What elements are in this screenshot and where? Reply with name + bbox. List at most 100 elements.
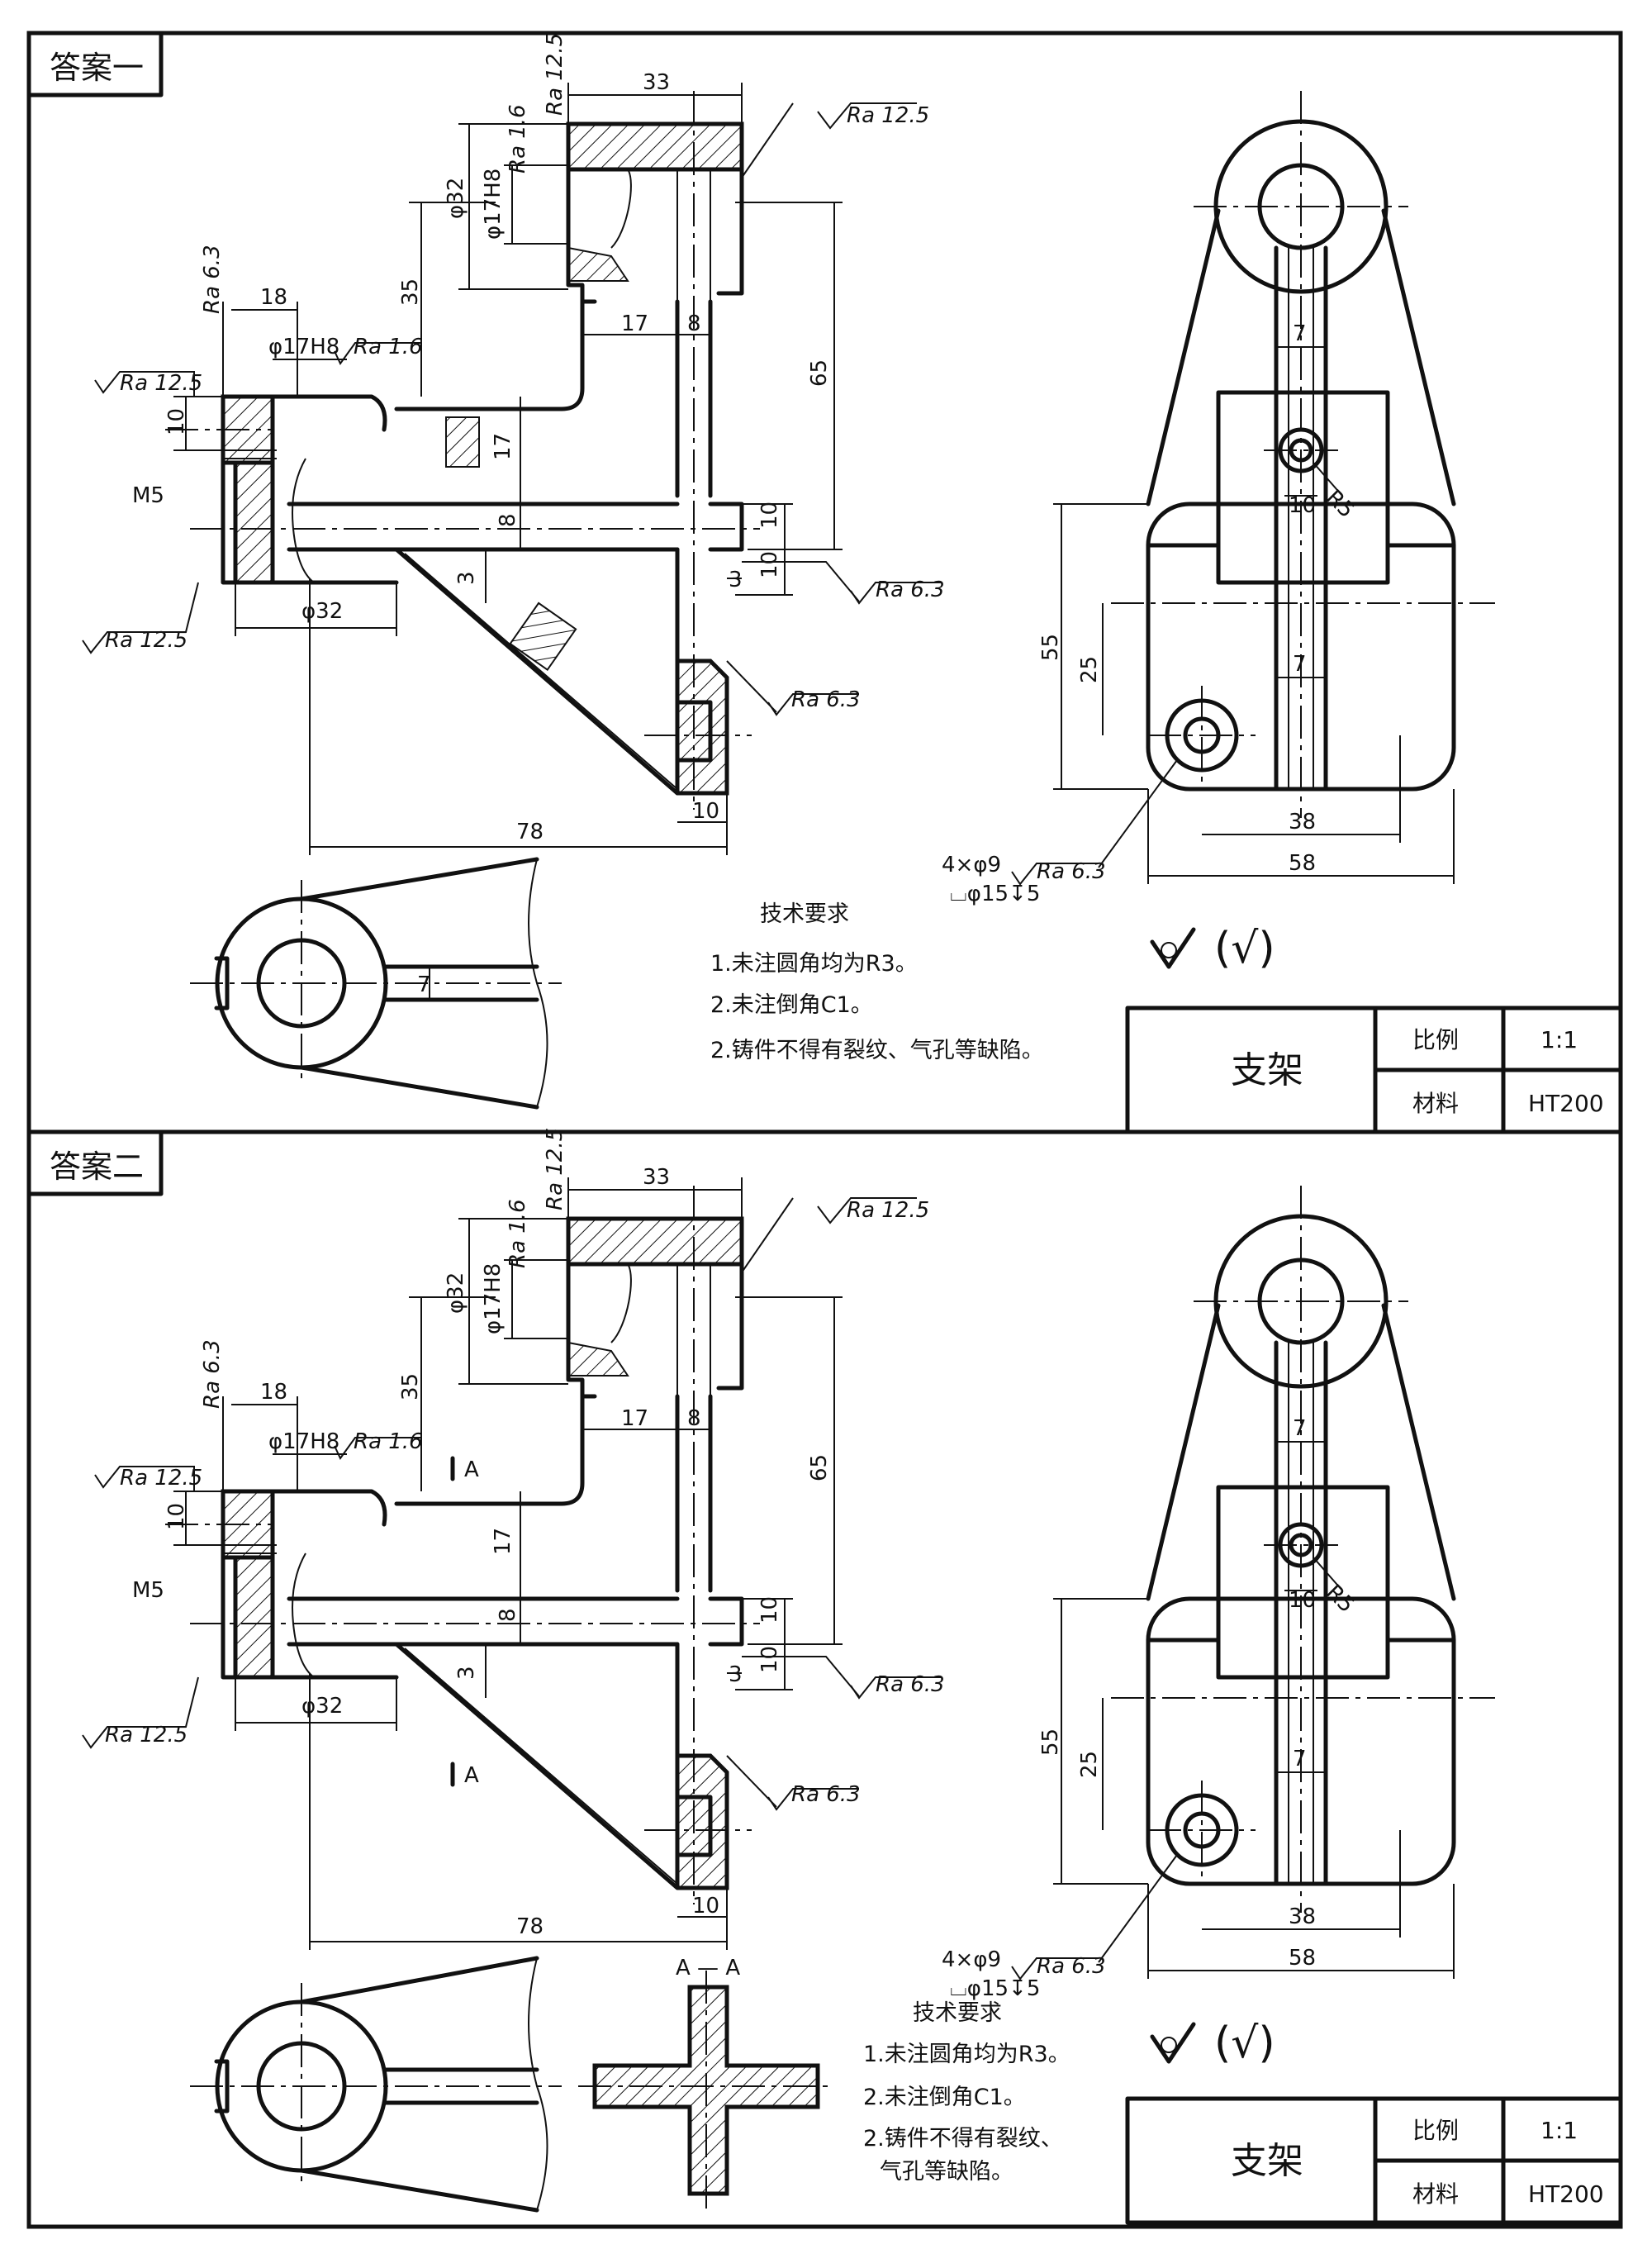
general-roughness: (√) bbox=[1150, 2018, 1275, 2068]
dim-35: 35 bbox=[398, 1373, 423, 1400]
dim-7-top: 7 bbox=[1293, 321, 1307, 346]
label-counterbore-spec: ⌴φ15↧5 bbox=[950, 882, 1040, 906]
roughness-holes: Ra 6.3 bbox=[1037, 859, 1106, 884]
section-cut-label-bottom: A bbox=[464, 1763, 479, 1788]
roughness-symbols: Ra 12.5 Ra 1.6 Ra 12.5 Ra 6.3 Ra 1.6 Ra … bbox=[82, 1128, 945, 1811]
dim-3-right: 3 bbox=[729, 1662, 743, 1687]
title-block-scale: 1:1 bbox=[1540, 1026, 1578, 1053]
roughness-ra63-boss: Ra 6.3 bbox=[791, 1782, 861, 1807]
label-hole-spec: 4×φ9 bbox=[942, 853, 1001, 877]
label-m5: M5 bbox=[132, 1578, 164, 1603]
front-view: 33 65 35 φ32 φ17H8 17 8 18 φ17H8 10 M5 1… bbox=[82, 33, 945, 855]
dim-58: 58 bbox=[1289, 851, 1316, 876]
roughness-holes: Ra 6.3 bbox=[1037, 1954, 1106, 1979]
dim-25: 25 bbox=[1077, 1751, 1102, 1778]
side-view: 55 25 7 10 R5 7 38 58 4×φ9 ⌴φ15↧5 Ra 6.3 bbox=[942, 1186, 1495, 2001]
dim-10-side: 10 bbox=[1289, 493, 1316, 518]
notes-title: 技术要求 bbox=[913, 2000, 1002, 2026]
dim-58: 58 bbox=[1289, 1946, 1316, 1971]
section-a-a: A — A bbox=[578, 1956, 834, 2210]
roughness-ra63-vertical: Ra 6.3 bbox=[200, 245, 225, 314]
title-block-name: 支架 bbox=[1231, 1049, 1303, 1091]
roughness-ra125-left: Ra 12.5 bbox=[120, 371, 202, 396]
dim-10-right-a: 10 bbox=[757, 1596, 782, 1624]
notes-title: 技术要求 bbox=[760, 901, 849, 927]
note-item-1: 1.未注圆角均为R3。 bbox=[863, 2042, 1070, 2067]
panel-tag: 答案二 bbox=[50, 1148, 144, 1185]
dim-65: 65 bbox=[807, 1454, 832, 1481]
dim-7-mid: 7 bbox=[1293, 652, 1307, 677]
partial-top-view bbox=[190, 1956, 562, 2213]
dim-17-vertical: 17 bbox=[491, 1528, 515, 1555]
roughness-ra16-left: Ra 1.6 bbox=[354, 335, 423, 359]
note-item-1: 1.未注圆角均为R3。 bbox=[710, 951, 918, 977]
roughness-ra16-left: Ra 1.6 bbox=[354, 1429, 423, 1454]
dim-3: 3 bbox=[454, 571, 479, 585]
front-view: A A 33 65 35 bbox=[82, 1128, 945, 1950]
dim-17-vertical: 17 bbox=[491, 433, 515, 460]
dim-10-left: 10 bbox=[164, 1503, 189, 1530]
dim-phi32: φ32 bbox=[301, 1694, 343, 1719]
dim-78: 78 bbox=[516, 1914, 544, 1939]
note-item-4: 气孔等缺陷。 bbox=[880, 2159, 1014, 2185]
panel-tag: 答案一 bbox=[50, 50, 144, 86]
note-item-3: 2.铸件不得有裂纹、气孔等缺陷。 bbox=[710, 1038, 1044, 1063]
dim-phi17h8-left: φ17H8 bbox=[268, 1429, 339, 1454]
partial-top-view: 7 bbox=[190, 857, 562, 1110]
side-view: 55 25 7 10 R5 7 38 58 4×φ9 ⌴φ15↧5 Ra 6.3 bbox=[942, 91, 1495, 906]
label-counterbore-spec: ⌴φ15↧5 bbox=[950, 1976, 1040, 2001]
dim-33: 33 bbox=[643, 70, 670, 95]
roughness-top: Ra 12.5 bbox=[847, 103, 929, 128]
title-block-material-label: 材料 bbox=[1412, 2180, 1459, 2208]
title-block-material: HT200 bbox=[1528, 2180, 1604, 2208]
dim-10-left: 10 bbox=[164, 408, 189, 435]
general-roughness-note: (√) bbox=[1214, 2018, 1275, 2068]
general-roughness-note: (√) bbox=[1214, 924, 1275, 973]
panel-answer-2: 答案二 bbox=[26, 1128, 1623, 2225]
dim-17: 17 bbox=[621, 311, 648, 336]
dim-8: 8 bbox=[687, 1406, 701, 1431]
roughness-ra63-boss: Ra 6.3 bbox=[791, 687, 861, 712]
dim-7-topview: 7 bbox=[417, 972, 431, 997]
roughness-ra63-right: Ra 6.3 bbox=[876, 1672, 945, 1697]
roughness-ra125-left: Ra 12.5 bbox=[120, 1466, 202, 1491]
dim-phi17h8-top: φ17H8 bbox=[481, 1263, 506, 1334]
roughness-ra16-vertical: Ra 1.6 bbox=[506, 1199, 530, 1268]
dim-8-vertical: 8 bbox=[496, 1608, 520, 1622]
note-item-3: 2.铸件不得有裂纹、 bbox=[863, 2126, 1063, 2152]
title-block-scale: 1:1 bbox=[1540, 2117, 1578, 2144]
title-block-name: 支架 bbox=[1231, 2140, 1303, 2182]
roughness-ra125-vertical: Ra 12.5 bbox=[543, 33, 567, 116]
dim-8-vertical: 8 bbox=[496, 513, 520, 527]
dim-phi32-vertical: φ32 bbox=[444, 1272, 468, 1314]
roughness-ra63-right: Ra 6.3 bbox=[876, 578, 945, 602]
dim-10-bottom: 10 bbox=[692, 799, 719, 824]
dim-10-bottom: 10 bbox=[692, 1894, 719, 1919]
dim-38: 38 bbox=[1289, 810, 1316, 834]
dim-3-right: 3 bbox=[729, 568, 743, 592]
roughness-symbols: Ra 12.5 Ra 1.6 Ra 12.5 Ra 6.3 Ra 1.6 Ra … bbox=[82, 33, 945, 716]
dim-3: 3 bbox=[454, 1666, 479, 1680]
dim-55: 55 bbox=[1038, 1728, 1063, 1756]
dim-10-side: 10 bbox=[1289, 1588, 1316, 1613]
dimension-lines bbox=[173, 83, 843, 855]
note-item-2: 2.未注倒角C1。 bbox=[863, 2085, 1026, 2110]
roughness-ra125-vertical: Ra 12.5 bbox=[543, 1128, 567, 1210]
dim-phi32: φ32 bbox=[301, 599, 343, 624]
note-item-2: 2.未注倒角C1。 bbox=[710, 992, 873, 1018]
dim-phi17h8-left: φ17H8 bbox=[268, 335, 339, 359]
roughness-ra16-vertical: Ra 1.6 bbox=[506, 104, 530, 174]
panel-answer-1: 答案一 bbox=[26, 31, 1623, 1134]
dim-65: 65 bbox=[807, 359, 832, 387]
title-block-scale-label: 比例 bbox=[1412, 2117, 1459, 2144]
title-block: 支架 比例 1:1 材料 HT200 bbox=[1125, 2096, 1623, 2225]
dim-10-right-b: 10 bbox=[757, 1646, 782, 1673]
dim-18: 18 bbox=[260, 1380, 287, 1405]
dim-7-mid: 7 bbox=[1293, 1747, 1307, 1771]
dim-38: 38 bbox=[1289, 1904, 1316, 1929]
title-block-material: HT200 bbox=[1528, 1090, 1604, 1117]
label-hole-spec: 4×φ9 bbox=[942, 1947, 1001, 1972]
roughness-ra125-bottom: Ra 12.5 bbox=[105, 1723, 188, 1747]
dim-35: 35 bbox=[398, 278, 423, 306]
